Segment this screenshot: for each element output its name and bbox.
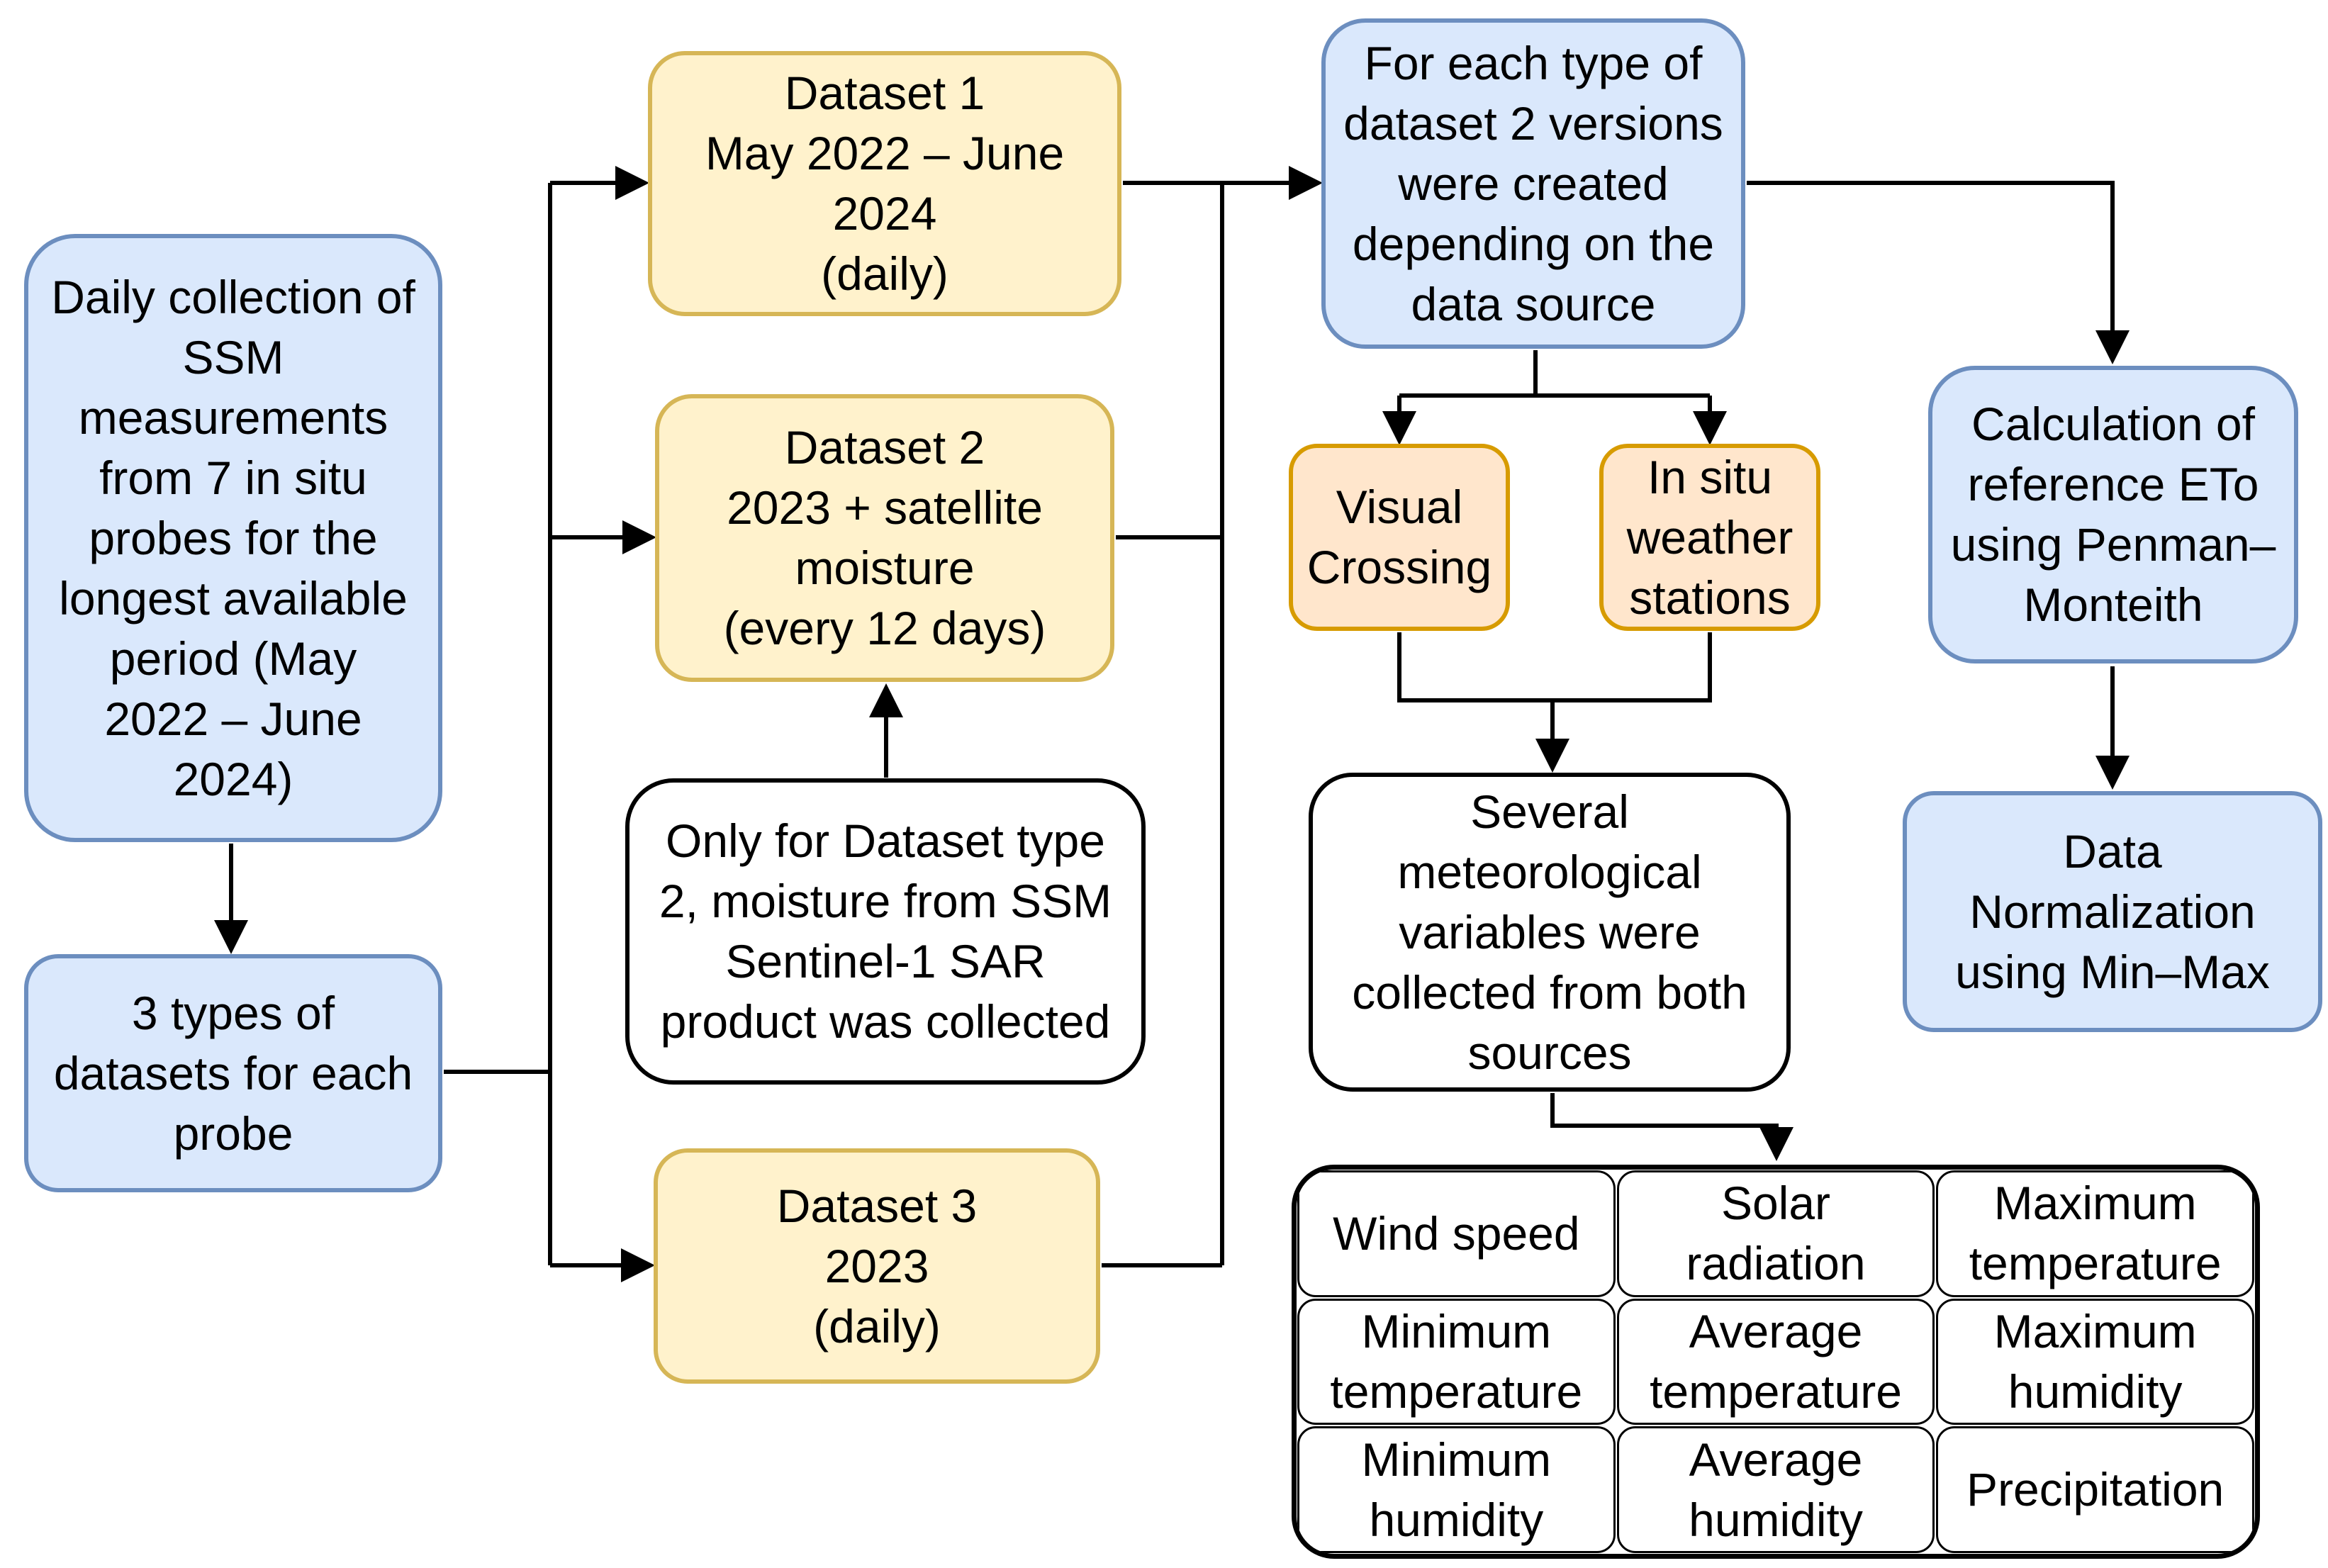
variable-cell: Precipitation — [1936, 1426, 2254, 1553]
variable-cell: Wind speed — [1297, 1170, 1616, 1297]
only-dataset-2-note: Only for Dataset type 2, moisture from S… — [625, 778, 1146, 1085]
for-each-type-box: For each type of dataset 2 versions were… — [1321, 18, 1745, 349]
in-situ-weather-stations-box: In situ weather stations — [1599, 444, 1820, 631]
variable-cell: Minimum temperature — [1297, 1298, 1616, 1426]
several-variables-box: Several meteorological variables were co… — [1309, 773, 1791, 1092]
dataset-3-box: Dataset 3 2023 (daily) — [654, 1148, 1100, 1384]
variable-cell: Average temperature — [1616, 1298, 1935, 1426]
meteorological-variables-table: Wind speed Solar radiation Maximum tempe… — [1292, 1165, 2260, 1559]
daily-collection-box: Daily collection of SSM measurements fro… — [24, 234, 442, 842]
dataset-1-box: Dataset 1 May 2022 – June 2024 (daily) — [648, 51, 1121, 316]
arrow-to-variables — [1550, 1093, 1793, 1161]
variable-cell: Average humidity — [1616, 1426, 1935, 1553]
normalization-box: Data Normalization using Min–Max — [1903, 791, 2322, 1032]
three-types-box: 3 types of datasets for each probe — [24, 954, 442, 1192]
variable-cell: Minimum humidity — [1297, 1426, 1616, 1553]
variable-cell: Maximum humidity — [1936, 1298, 2254, 1426]
dataset-2-box: Dataset 2 2023 + satellite moisture (eve… — [655, 394, 1114, 682]
variable-cell: Maximum temperature — [1936, 1170, 2254, 1297]
variable-cell: Solar radiation — [1616, 1170, 1935, 1297]
calc-eto-box: Calculation of reference ETo using Penma… — [1928, 366, 2298, 663]
line-sources-join — [1397, 632, 1712, 702]
arrow-to-calc — [1747, 181, 2130, 364]
visual-crossing-box: Visual Crossing — [1289, 444, 1510, 631]
